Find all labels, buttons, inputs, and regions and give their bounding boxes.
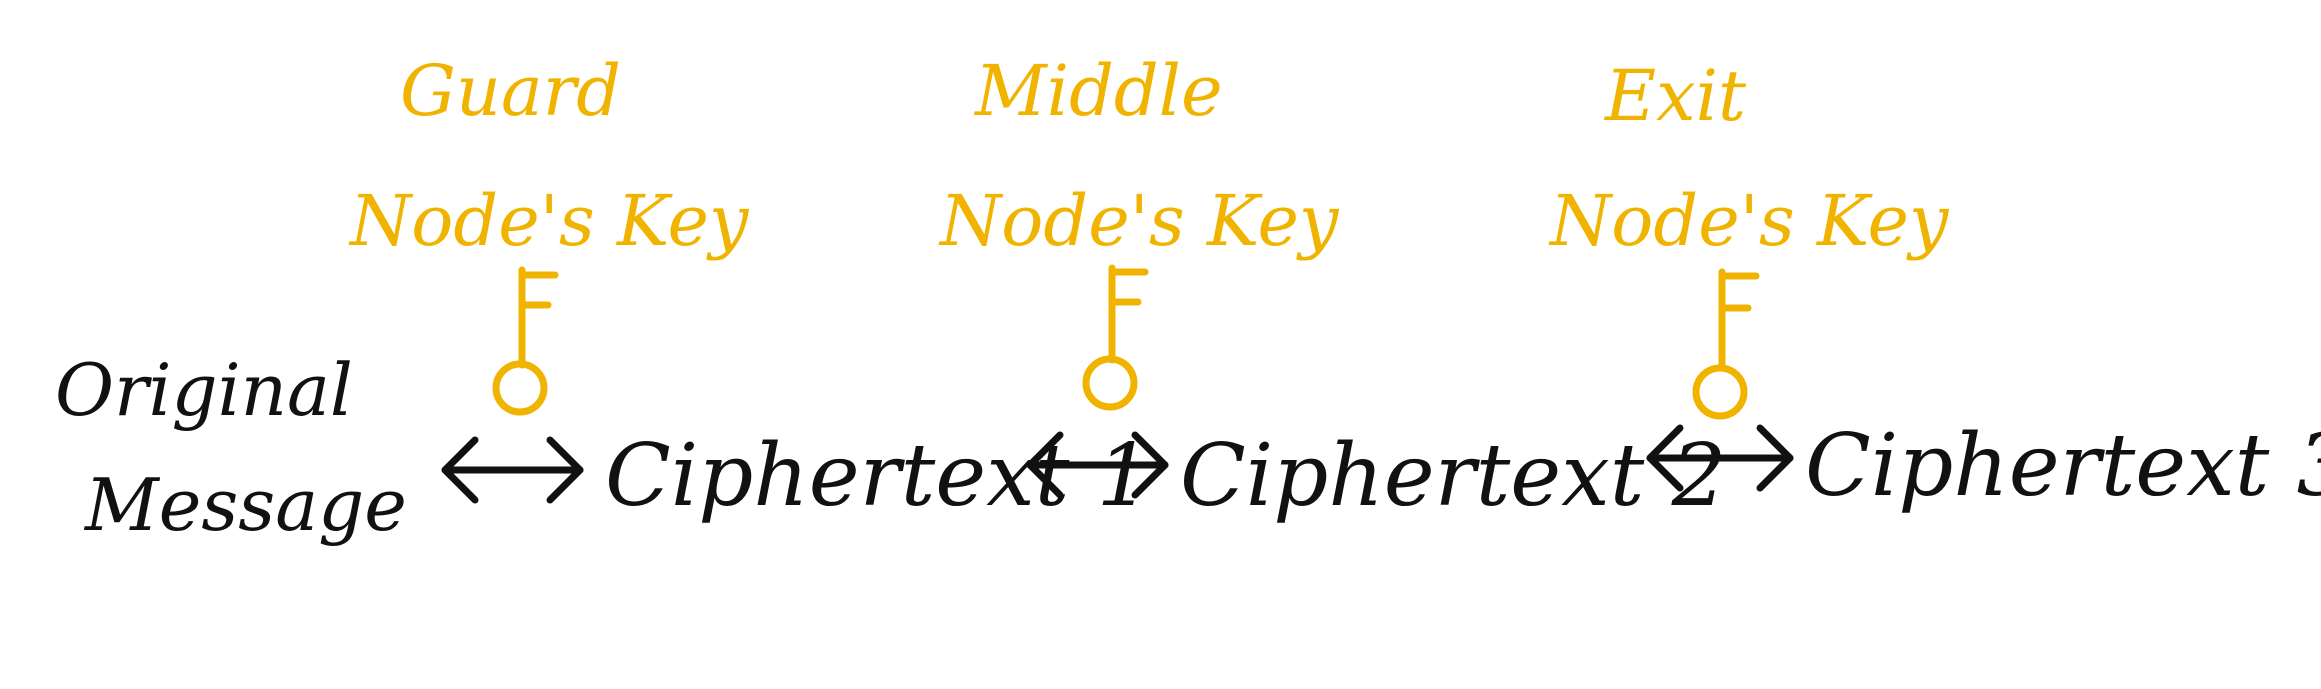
ciphertext-3-label: Ciphertext 3 <box>1805 416 2321 516</box>
middle-key-group: Middle Node's Key <box>938 50 1340 411</box>
ciphertext-1-label: Ciphertext 1 <box>605 426 1151 526</box>
double-arrow-1 <box>441 436 584 504</box>
exit-key-line2: Node's Key <box>1548 180 1950 262</box>
original-message-label: Original Message <box>55 348 407 547</box>
key-icon <box>492 266 559 416</box>
guard-key-line1: Guard <box>400 50 621 132</box>
middle-key-line2: Node's Key <box>938 180 1340 262</box>
middle-key-line1: Middle <box>973 50 1223 132</box>
double-arrow-3 <box>1646 424 1794 492</box>
key-icon <box>1082 264 1149 411</box>
key-icon <box>1692 268 1760 420</box>
original-message-line1: Original <box>55 348 353 432</box>
exit-key-line1: Exit <box>1603 55 1747 137</box>
original-message-line2: Message <box>83 463 407 547</box>
ciphertext-2-label: Ciphertext 2 <box>1180 426 1726 526</box>
guard-key-line2: Node's Key <box>348 180 750 262</box>
guard-key-group: Guard Node's Key <box>348 50 750 416</box>
double-arrow-2 <box>1026 431 1169 499</box>
exit-key-group: Exit Node's Key <box>1548 55 1950 420</box>
